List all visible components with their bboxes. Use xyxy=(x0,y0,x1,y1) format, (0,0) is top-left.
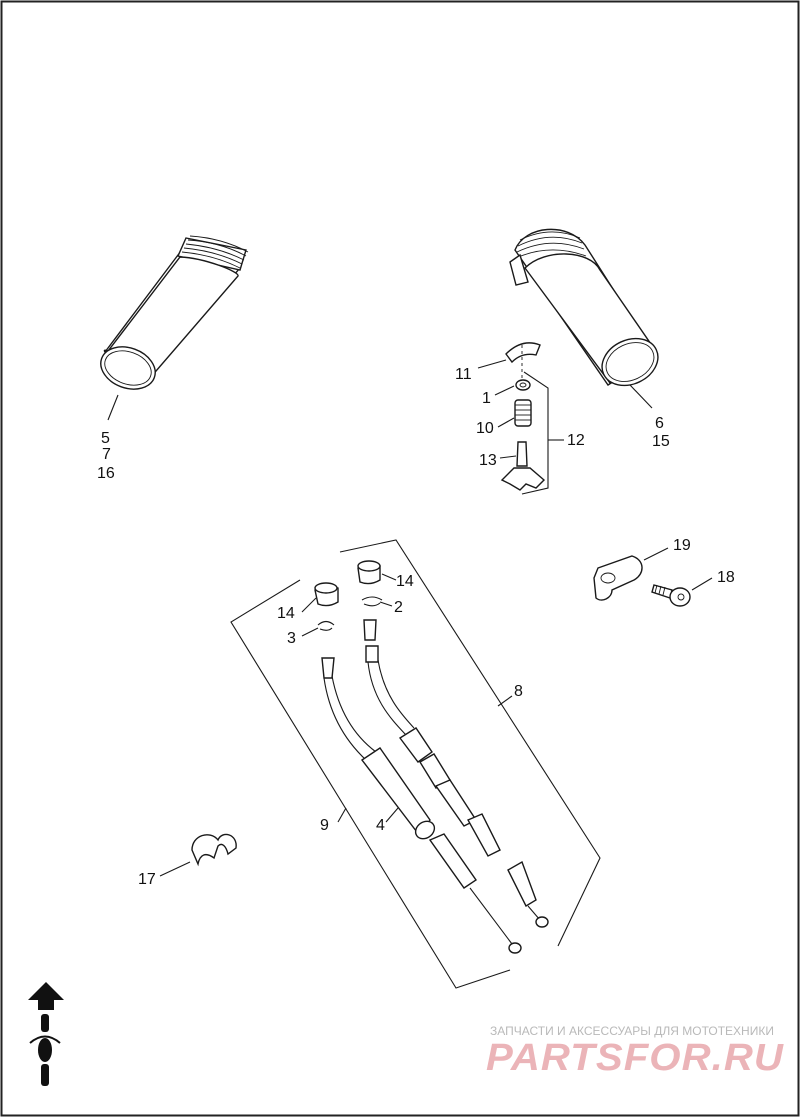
cable-left xyxy=(321,657,522,954)
callout-1: 1 xyxy=(482,390,491,407)
cable-kit-outline xyxy=(230,539,601,989)
callout-2: 2 xyxy=(394,599,403,616)
callout-14-left: 14 xyxy=(277,605,295,622)
ferrule-top xyxy=(357,560,381,585)
cable-right xyxy=(363,619,549,928)
ferrule-left xyxy=(314,582,339,607)
callout-13: 13 xyxy=(479,452,497,469)
callout-10: 10 xyxy=(476,420,494,437)
callouts: 5 7 16 6 15 11 1 10 12 13 19 18 14 14 2 … xyxy=(97,366,735,888)
watermark-brand: PARTSFOR.RU xyxy=(486,1037,785,1079)
callout-3: 3 xyxy=(287,630,296,647)
cable-clip-17 xyxy=(191,833,237,867)
callout-16: 16 xyxy=(97,465,115,482)
callout-8: 8 xyxy=(514,683,523,700)
callout-5: 5 xyxy=(101,430,110,447)
cable-clip xyxy=(593,555,643,601)
leader-lines xyxy=(107,359,713,877)
callout-6: 6 xyxy=(655,415,664,432)
screw xyxy=(651,584,691,607)
watermark: ЗАПЧАСТИ И АКСЕССУАРЫ ДЛЯ МОТОТЕХНИКИ PA… xyxy=(486,1024,785,1079)
left-grip xyxy=(100,235,249,390)
callout-15: 15 xyxy=(652,433,670,450)
forward-arrow-icon xyxy=(28,982,64,1086)
clip-3 xyxy=(317,620,335,631)
callout-14-top: 14 xyxy=(396,573,414,590)
clip-2 xyxy=(361,596,383,607)
right-grip xyxy=(509,228,659,387)
friction-adjuster-assembly xyxy=(500,342,549,495)
callout-9: 9 xyxy=(320,817,329,834)
callout-7: 7 xyxy=(102,446,111,463)
callout-11: 11 xyxy=(455,366,472,383)
callout-17: 17 xyxy=(138,871,156,888)
callout-18: 18 xyxy=(717,569,735,586)
callout-19: 19 xyxy=(673,537,691,554)
callout-4: 4 xyxy=(376,817,385,834)
callout-12: 12 xyxy=(567,432,585,449)
watermark-tagline: ЗАПЧАСТИ И АКСЕССУАРЫ ДЛЯ МОТОТЕХНИКИ xyxy=(490,1024,774,1038)
